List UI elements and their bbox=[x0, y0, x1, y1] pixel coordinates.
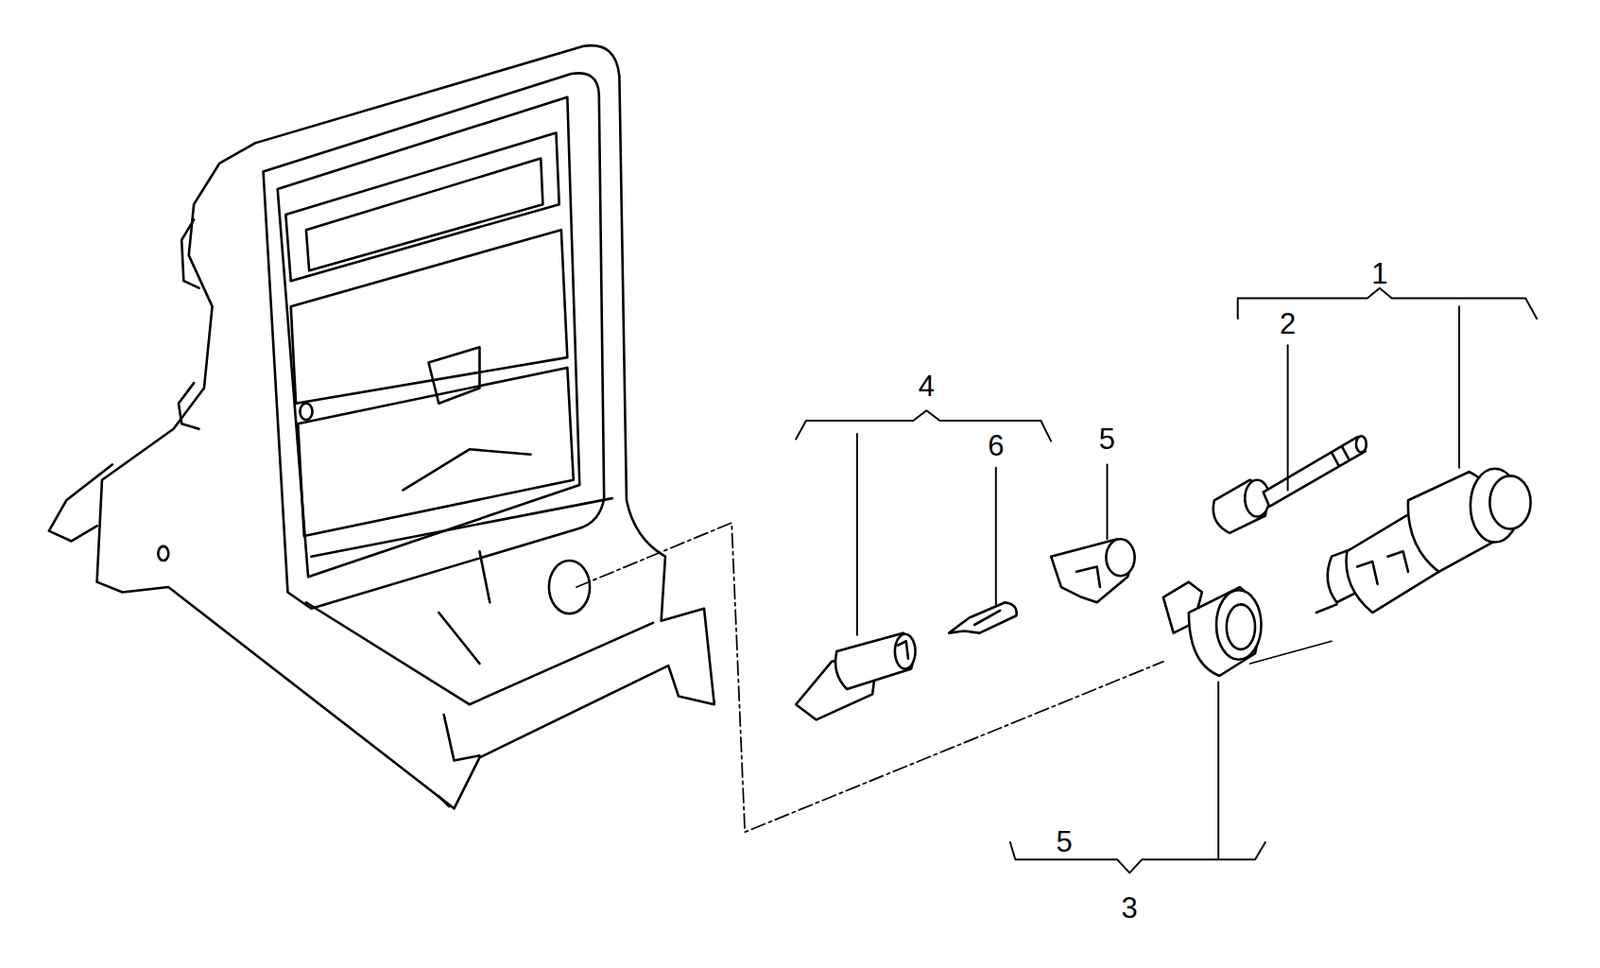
compartment bbox=[291, 229, 568, 420]
lighter-housing bbox=[1163, 582, 1262, 676]
callout-number: 6 bbox=[987, 430, 1004, 461]
console-frame-inner bbox=[277, 97, 581, 577]
console-frame bbox=[263, 72, 605, 608]
radio-opening bbox=[285, 133, 559, 282]
assembly-line bbox=[576, 522, 1164, 832]
lamp-cap bbox=[1050, 538, 1136, 603]
compartment bbox=[297, 367, 574, 536]
lighter-recess bbox=[306, 498, 654, 705]
lamp-holder bbox=[795, 633, 915, 721]
console-leg bbox=[438, 714, 480, 807]
lighter-hole bbox=[549, 560, 590, 614]
callout-number: 5 bbox=[1099, 424, 1116, 454]
lighter-socket bbox=[1316, 468, 1532, 613]
callout-number: 5 bbox=[1056, 826, 1073, 857]
callout-number: 4 bbox=[918, 371, 935, 401]
assembly-line bbox=[1250, 640, 1332, 664]
console-side bbox=[49, 219, 200, 561]
callout-number: 3 bbox=[1121, 893, 1138, 923]
callout-number: 1 bbox=[1371, 258, 1388, 289]
bulb bbox=[948, 602, 1017, 633]
leader-lines bbox=[795, 288, 1537, 874]
lighter-element bbox=[1213, 435, 1367, 534]
callout-number: 2 bbox=[1279, 309, 1296, 339]
